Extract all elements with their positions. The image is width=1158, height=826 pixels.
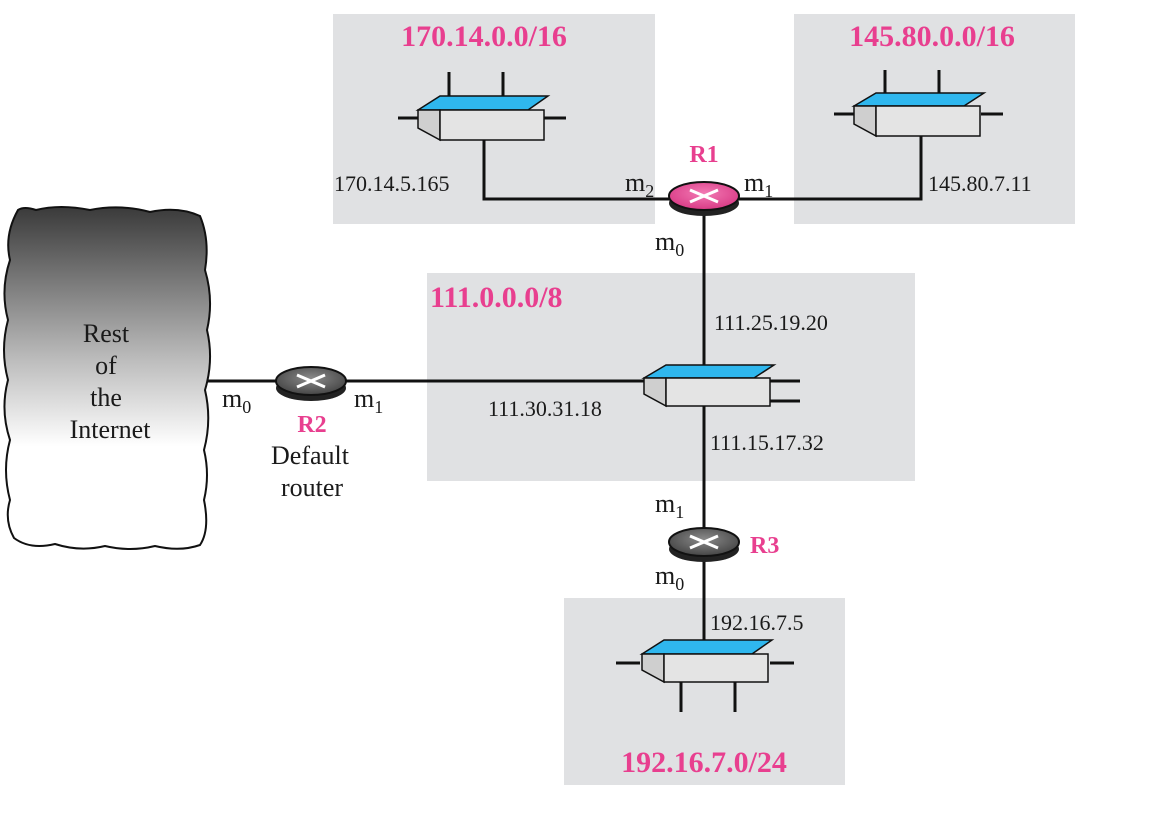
- address-145: 145.80.7.11: [928, 171, 1032, 196]
- router-r3-name: R3: [750, 533, 779, 559]
- wire-r1-145: [738, 136, 923, 201]
- address-170: 170.14.5.165: [334, 171, 450, 196]
- r2-iface-m1: m1: [354, 384, 383, 417]
- internet-line4: Internet: [70, 415, 152, 444]
- internet-cloud: Rest of the Internet: [3, 206, 211, 550]
- address-111-top: 111.25.19.20: [714, 310, 828, 335]
- switch-icon: [641, 364, 800, 408]
- switch-icon: [616, 639, 794, 712]
- internet-line1: Rest: [83, 319, 130, 348]
- switch-icon: [834, 70, 1003, 138]
- address-111-left: 111.30.31.18: [488, 396, 602, 421]
- r2-iface-m0: m0: [222, 384, 251, 417]
- internet-line2: of: [95, 351, 117, 380]
- r3-iface-m1: m1: [655, 489, 684, 522]
- router-r2-caption-2: router: [281, 473, 343, 502]
- router-r3: [668, 527, 740, 562]
- wire-r1-170: [482, 140, 670, 201]
- r1-iface-m2: m2: [625, 168, 654, 201]
- internet-line3: the: [90, 383, 122, 412]
- router-r1-name: R1: [689, 142, 718, 168]
- r3-iface-m0: m0: [655, 561, 684, 594]
- address-192: 192.16.7.5: [710, 610, 804, 635]
- network-label-192: 192.16.7.0/24: [621, 746, 787, 779]
- cloud-icon: [3, 206, 211, 550]
- r1-iface-m1: m1: [744, 168, 773, 201]
- router-r2: [275, 366, 347, 401]
- network-label-111: 111.0.0.0/8: [430, 281, 563, 314]
- wires: [204, 136, 923, 650]
- network-label-145: 145.80.0.0/16: [849, 20, 1015, 53]
- switch-icon: [398, 72, 566, 142]
- router-r2-caption-1: Default: [271, 441, 350, 470]
- r1-iface-m0: m0: [655, 227, 684, 260]
- router-r2-name: R2: [297, 412, 326, 438]
- router-r1: [668, 181, 740, 216]
- network-label-170: 170.14.0.0/16: [401, 20, 567, 53]
- address-111-bottom: 111.15.17.32: [710, 430, 824, 455]
